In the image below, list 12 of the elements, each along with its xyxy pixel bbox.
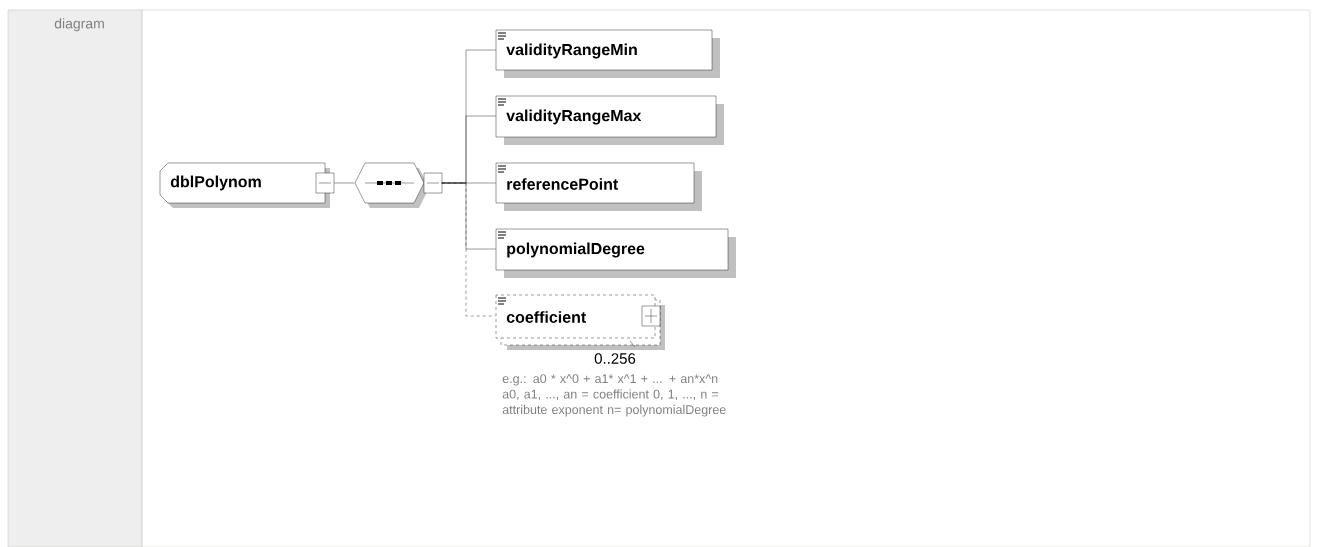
connector [334,182,355,184]
element-box: polynomialDegree [495,228,736,278]
annotation-text: e.g.: a0 * x^0 + a1* x^1 + ... + an*x^n a0, a1, ..., an = coefficient 0, 1, ..., n = attribute exponent n= polynomialDegree [502,374,726,417]
panel-label: diagram [54,18,104,32]
element-box: validityRangeMax [495,95,724,145]
element-box: referencePoint [495,162,702,211]
element-box: validityRangeMin [495,29,720,78]
connector [441,182,496,317]
multiplicity-label: 0..256 [594,353,636,364]
complex-type-box: dblPolynom [159,162,335,208]
element-box: coefficient [495,294,665,350]
sequence-compositor [354,162,443,208]
